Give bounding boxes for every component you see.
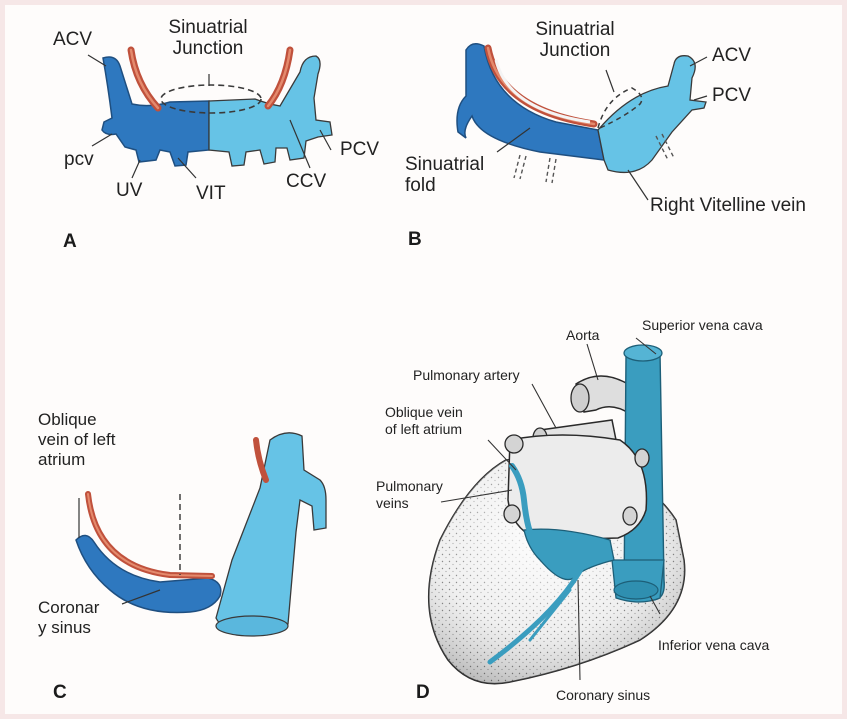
panel-letter-b: B xyxy=(408,230,422,251)
label-acv-b: ACV xyxy=(712,46,751,67)
label-ccv-a: CCV xyxy=(286,172,326,193)
panel-letter-a: A xyxy=(63,232,77,253)
label-pcv-b: PCV xyxy=(712,86,751,107)
label-pulmonary-artery-d: Pulmonary artery xyxy=(413,368,520,383)
label-right-vitelline-vein-b: Right Vitelline vein xyxy=(650,196,806,217)
label-oblique-vein-d: Oblique vein of left atrium xyxy=(385,404,463,438)
label-inferior-vena-cava-d: Inferior vena cava xyxy=(658,638,769,653)
label-pcv-upper-a: PCV xyxy=(340,140,379,161)
vena-cava-c xyxy=(216,433,326,635)
label-superior-vena-cava-d: Superior vena cava xyxy=(642,318,763,333)
right-sinus-horn xyxy=(209,56,332,166)
label-acv-a: ACV xyxy=(53,30,92,51)
label-sinuatrial-fold-b: Sinuatrial fold xyxy=(405,155,484,196)
label-uv-a: UV xyxy=(116,181,142,202)
red-vessel-c xyxy=(256,440,266,480)
panel-letter-d: D xyxy=(416,683,430,704)
sinus-body-light xyxy=(598,56,706,173)
label-coronary-sinus-d: Coronary sinus xyxy=(556,688,650,703)
panel-b-drawing xyxy=(457,44,707,200)
label-aorta-d: Aorta xyxy=(566,328,599,343)
label-oblique-vein-c: Oblique vein of left atrium xyxy=(38,410,116,470)
panel-letter-c: C xyxy=(53,683,67,704)
label-coronary-sinus-c: Coronar y sinus xyxy=(38,598,99,638)
label-sinuatrial-junction-a: Sinuatrial Junction xyxy=(153,18,263,59)
panel-a-drawing xyxy=(88,50,332,178)
label-vit-a: VIT xyxy=(196,184,226,205)
label-pulmonary-veins-d: Pulmonary veins xyxy=(376,478,443,512)
label-sinuatrial-junction-b: Sinuatrial Junction xyxy=(520,20,630,61)
panel-d-drawing xyxy=(429,338,685,684)
label-pcv-lower-a: pcv xyxy=(64,150,94,171)
